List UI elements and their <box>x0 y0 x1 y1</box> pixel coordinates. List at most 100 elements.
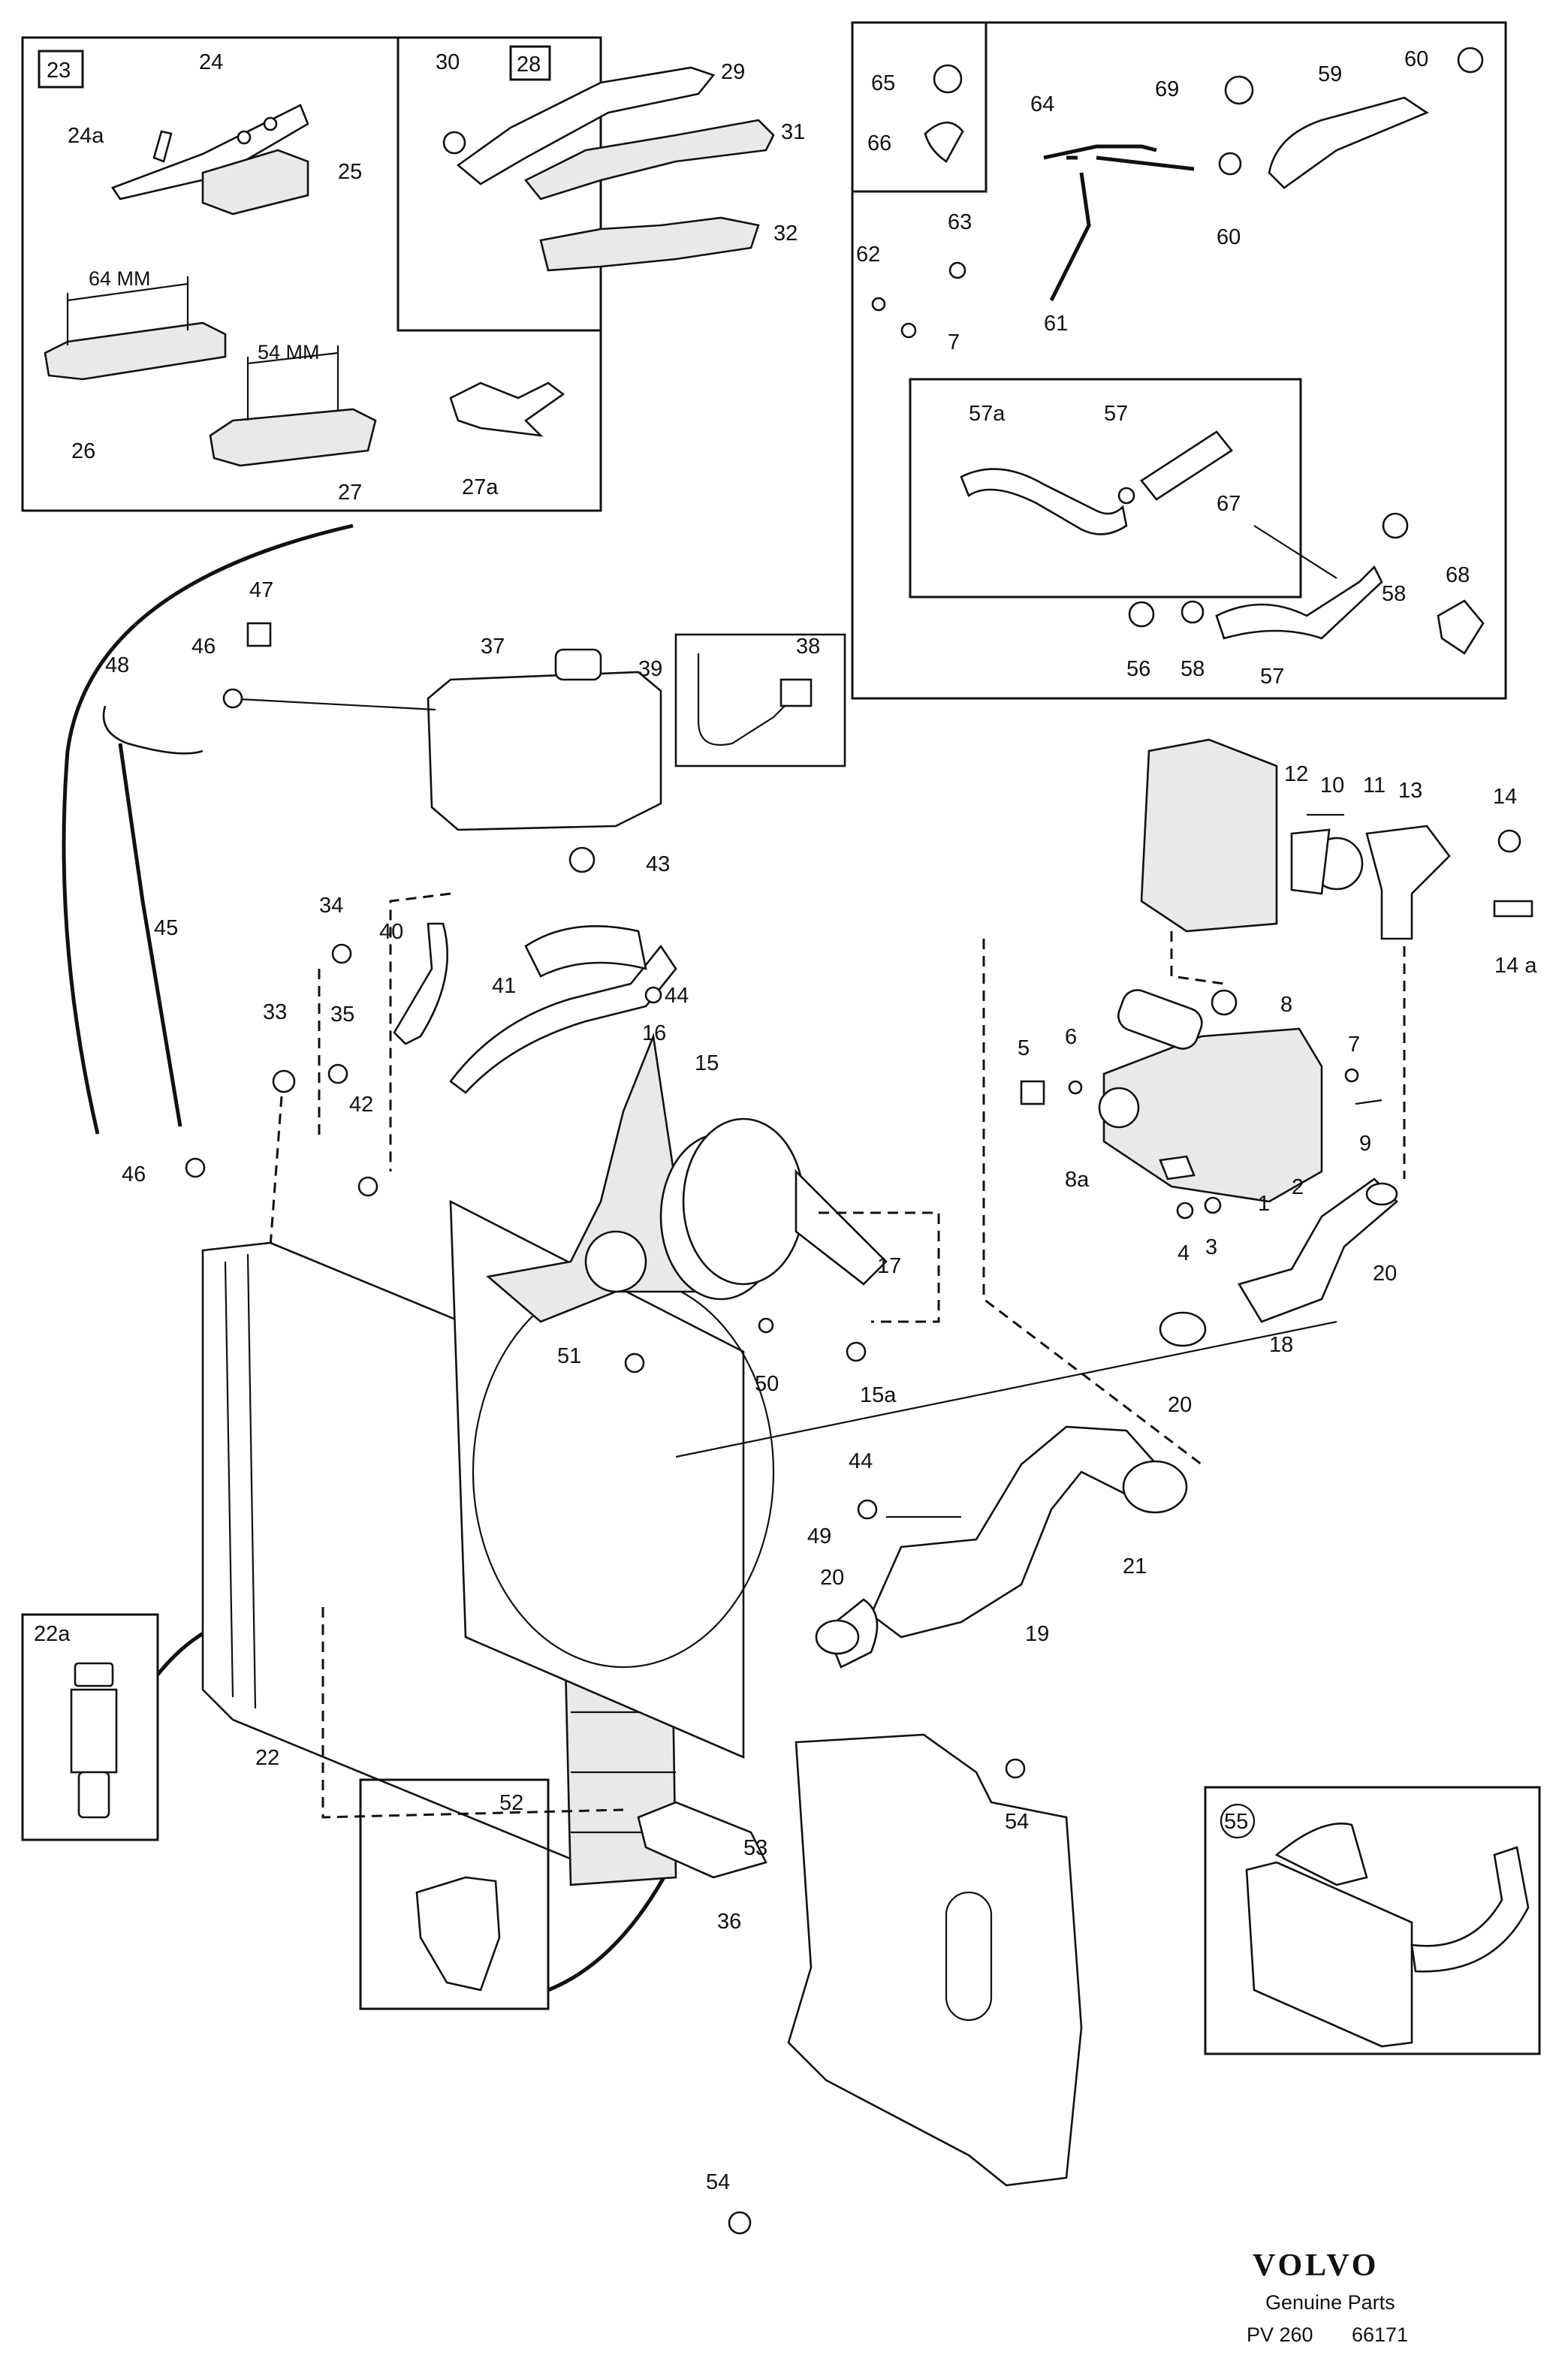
fitting-56 <box>1128 601 1155 628</box>
callout-11: 11 <box>1363 773 1386 798</box>
clamp-60-mid <box>1218 152 1242 176</box>
callout-46-bottom: 46 <box>122 1162 146 1187</box>
bracket-hole <box>237 130 252 145</box>
hose-57a <box>960 468 1128 535</box>
bracket-29 <box>456 66 716 185</box>
callout-16: 16 <box>642 1021 666 1045</box>
screw-54-top <box>1005 1758 1026 1779</box>
callout-53: 53 <box>743 1836 767 1860</box>
screw-54-bottom <box>728 2211 752 2235</box>
callout-62: 62 <box>856 243 880 267</box>
callout-20-low: 20 <box>820 1566 844 1590</box>
dashed-leader <box>321 1607 624 1819</box>
clip-44-top <box>644 986 662 1004</box>
mount-27 <box>209 408 377 467</box>
seal-8 <box>1211 989 1238 1016</box>
clip-48 <box>102 705 204 755</box>
callout-5: 5 <box>1018 1036 1030 1060</box>
bracket-31 <box>523 119 775 201</box>
callout-10: 10 <box>1320 773 1344 798</box>
callout-63: 63 <box>948 210 972 234</box>
inset-variant: 55 <box>1204 1786 1541 2055</box>
bolt-24a <box>152 130 173 163</box>
inset-plug: 22a <box>21 1613 159 1841</box>
pulley-15-front <box>682 1117 805 1286</box>
dashed-leader <box>1170 931 1225 985</box>
circle-55 <box>1220 1803 1256 1839</box>
expansion-tank-group <box>102 622 846 1247</box>
variant-radiator <box>1245 1861 1413 2048</box>
fan-hub <box>584 1230 647 1293</box>
clamp-20-low <box>815 1619 860 1655</box>
callout-2: 2 <box>1292 1175 1304 1199</box>
callout-45: 45 <box>154 916 178 940</box>
callout-15a: 15a <box>860 1383 897 1407</box>
callout-39: 39 <box>638 657 662 681</box>
inset-hose57-frame <box>909 378 1302 599</box>
hose-41-loop <box>524 925 647 978</box>
callout-4: 4 <box>1178 1241 1190 1265</box>
splash-shield-53 <box>787 1733 1083 2187</box>
footer: VOLVO Genuine Parts PV 260 66171 <box>1247 2248 1408 2346</box>
callout-12: 12 <box>1284 762 1308 786</box>
mount-25 <box>201 149 309 216</box>
clip-51 <box>624 1352 645 1373</box>
callout-15: 15 <box>695 1051 719 1075</box>
callout-46-top: 46 <box>191 635 216 659</box>
hose-40 <box>393 922 448 1045</box>
mount-26 <box>44 321 227 381</box>
thermostat-cover-13 <box>1365 825 1451 940</box>
callout-31: 31 <box>781 120 805 144</box>
clamp-58-lower <box>1181 600 1205 624</box>
footer-tagline: Genuine Parts <box>1265 2291 1395 2314</box>
nut-63 <box>948 261 966 279</box>
clip-47 <box>246 622 272 647</box>
callout-20-mid: 20 <box>1168 1393 1192 1417</box>
clamp-43 <box>568 846 596 873</box>
callout-8a: 8a <box>1065 1168 1090 1192</box>
callout-44-top: 44 <box>665 984 689 1008</box>
callout-6: 6 <box>1065 1025 1077 1049</box>
water-pump-1 <box>1102 1027 1323 1203</box>
pump-shaft <box>1098 1087 1140 1129</box>
callout-7-top: 7 <box>948 330 960 354</box>
hose-41 <box>449 944 677 1094</box>
callout-60-top: 60 <box>1404 47 1428 71</box>
callout-43: 43 <box>646 852 670 876</box>
bracket-36 <box>637 1801 767 1879</box>
callout-58-upper: 58 <box>1382 582 1406 606</box>
callout-32: 32 <box>773 222 798 246</box>
callout-44-low: 44 <box>849 1449 873 1473</box>
inset-sensor-38 <box>674 633 846 767</box>
callout-30: 30 <box>436 50 460 74</box>
washer-6 <box>1068 1080 1083 1095</box>
plug-33 <box>272 1069 296 1093</box>
washer-7-top <box>900 322 917 339</box>
variant-hose-top <box>1274 1823 1368 1886</box>
callout-14: 14 <box>1493 785 1517 809</box>
callout-41: 41 <box>492 974 516 998</box>
splash-shield-group <box>637 1733 1083 2235</box>
plug-35 <box>327 1063 348 1084</box>
tee-67 <box>1117 487 1135 505</box>
hose-57 <box>1215 565 1383 640</box>
overflow-hose-45 <box>118 743 182 1127</box>
callout-14a: 14 a <box>1494 954 1537 978</box>
callout-27a: 27a <box>462 475 499 499</box>
callout-66: 66 <box>867 131 891 155</box>
pin-9 <box>1355 1099 1383 1105</box>
bolt-62 <box>871 297 886 312</box>
drain-plug-tail <box>77 1771 110 1819</box>
clamp-58-upper <box>1382 512 1409 539</box>
label-55: 55 <box>1224 1810 1248 1834</box>
footer-ref-a: PV 260 <box>1247 2323 1313 2346</box>
callout-19: 19 <box>1025 1622 1049 1646</box>
callout-49: 49 <box>807 1524 831 1548</box>
label-22a: 22a <box>34 1622 71 1646</box>
bracket-32 <box>539 216 760 272</box>
clamp-20-right <box>1365 1182 1398 1206</box>
callout-61: 61 <box>1044 312 1068 336</box>
variant-hose-side <box>1410 1846 1530 1973</box>
callout-67: 67 <box>1217 492 1241 516</box>
inset-hoses-frame <box>851 21 1507 700</box>
